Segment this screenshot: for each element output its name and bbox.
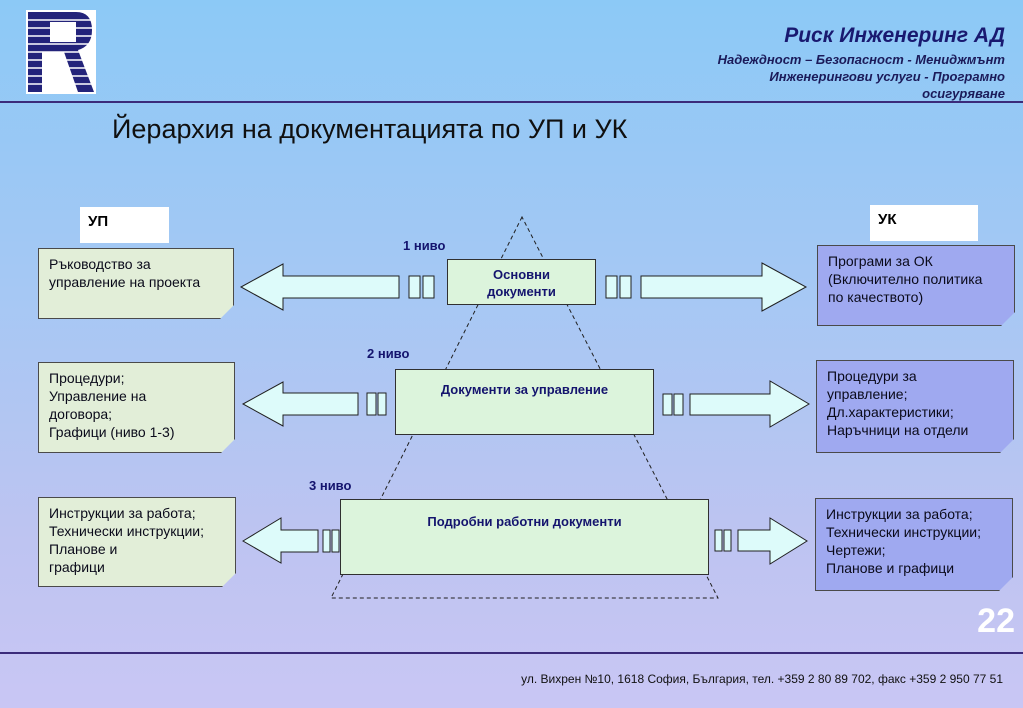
center-box-level-3: Подробни работни документи [340, 499, 709, 575]
center-box-level-1: Основни документи [447, 259, 596, 305]
note-line: Чертежи; [826, 542, 886, 558]
right-note-2: Процедури за управление; Дл.характеристи… [816, 360, 1014, 453]
note-line: Планове и [49, 541, 118, 557]
note-line: Управление на [49, 388, 147, 404]
left-note-1: Ръководство за управление на проекта [38, 248, 234, 319]
company-name: Риск Инженеринг АД [784, 24, 1005, 47]
note-line: Технически инструкции; [826, 524, 981, 540]
uk-header: УК [870, 205, 978, 241]
arrow-segment [422, 275, 435, 299]
note-line: по качеството) [828, 289, 924, 305]
tagline-3: осигуряване [922, 86, 1005, 101]
arrow-right-2 [689, 380, 810, 428]
company-logo [26, 10, 96, 94]
right-note-3: Инструкции за работа; Технически инструк… [815, 498, 1013, 591]
arrow-left-2 [241, 381, 359, 427]
arrow-segment [673, 393, 684, 416]
arrow-segment [331, 529, 340, 553]
arrow-segment [714, 529, 723, 552]
center-box-level-2: Документи за управление [395, 369, 654, 435]
arrow-right-1 [640, 262, 808, 312]
level-label-1: 1 ниво [403, 238, 446, 253]
note-line: графици [49, 559, 105, 575]
note-line: Графици (ниво 1-3) [49, 424, 175, 440]
header-divider [0, 101, 1023, 103]
note-line: Технически инструкции; [49, 523, 204, 539]
page-number: 22 [977, 602, 1015, 640]
footer-address: ул. Вихрен №10, 1618 София, България, те… [521, 672, 1003, 686]
note-line: Инструкции за работа; [49, 505, 196, 521]
note-line: Планове и графици [826, 560, 955, 576]
page-title: Йерархия на документацията по УП и УК [112, 114, 628, 144]
arrow-segment [605, 275, 618, 299]
note-line: Програми за ОК [828, 253, 933, 269]
note-line: Процедури за [827, 368, 917, 384]
up-header: УП [80, 207, 169, 243]
note-line: договора; [49, 406, 113, 422]
arrow-segment [723, 529, 732, 552]
note-line: управление на проекта [49, 274, 201, 290]
tagline-2: Инженерингови услуги - Програмно [769, 69, 1005, 84]
arrow-segment [619, 275, 632, 299]
left-note-2: Процедури; Управление на договора; Графи… [38, 362, 235, 453]
arrow-left-1 [239, 263, 400, 311]
note-line: (Включително политика [828, 271, 983, 287]
arrow-segment [408, 275, 421, 299]
footer-divider [0, 652, 1023, 654]
note-line: управление; [827, 386, 908, 402]
note-line: Дл.характеристики; [827, 404, 954, 420]
arrow-left-3 [242, 517, 319, 564]
arrow-segment [366, 392, 377, 416]
note-line: Ръководство за [49, 256, 151, 272]
arrow-right-3 [737, 517, 808, 565]
note-line: Наръчници на отдели [827, 422, 969, 438]
right-note-1: Програми за ОК (Включително политика по … [817, 245, 1015, 326]
note-line: Инструкции за работа; [826, 506, 973, 522]
tagline-1: Надеждност – Безопасност - Мениджмънт [717, 52, 1005, 67]
left-note-3: Инструкции за работа; Технически инструк… [38, 497, 236, 587]
arrow-segment [322, 529, 331, 553]
note-line: Процедури; [49, 370, 125, 386]
level-label-2: 2 ниво [367, 346, 410, 361]
arrow-segment [377, 392, 387, 416]
arrow-segment [662, 393, 673, 416]
level-label-3: 3 ниво [309, 478, 352, 493]
